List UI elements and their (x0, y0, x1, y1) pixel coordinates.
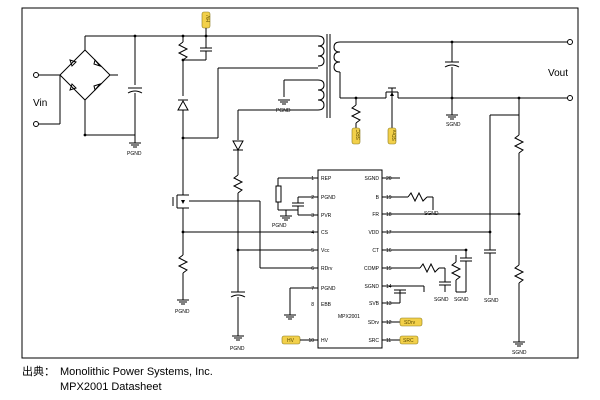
pgnd-ground-rep (280, 215, 292, 221)
pgnd-ground-1 (129, 142, 141, 148)
caption-source-label: 出典： (22, 366, 55, 378)
svg-text:6: 6 (311, 266, 314, 272)
svg-text:SRC: SRC (403, 338, 414, 344)
svg-text:HV: HV (287, 338, 295, 344)
svg-text:SDrv: SDrv (392, 129, 398, 141)
bridge-rectifier (59, 36, 118, 135)
ct-resistor (450, 261, 462, 281)
svg-text:PGND: PGND (321, 286, 336, 292)
svg-text:SGND: SGND (365, 284, 380, 290)
pgnd-ground-pin7 (284, 314, 296, 320)
vcc-diode (232, 140, 244, 152)
vcc-resistor (232, 174, 244, 194)
svg-text:RDrv: RDrv (321, 266, 333, 272)
svg-text:SGND: SGND (365, 176, 380, 182)
svg-text:PGND: PGND (127, 151, 142, 157)
sgnd-ground-out (446, 114, 458, 120)
figure-caption: 出典： Monolithic Power Systems, Inc. MPX200… (22, 365, 213, 395)
pgnd-ground-vcc (232, 335, 244, 341)
svg-text:REP: REP (321, 176, 332, 182)
svg-text:PGND: PGND (175, 309, 190, 315)
caption-line-2: MPX2001 Datasheet (60, 381, 162, 393)
svg-text:5: 5 (311, 248, 314, 254)
svg-text:SRC: SRC (356, 129, 362, 140)
svg-text:3: 3 (311, 213, 314, 219)
svg-text:SGND: SGND (512, 350, 527, 356)
svg-text:1: 1 (311, 176, 314, 182)
gate-resistor (350, 104, 362, 124)
feedback-resistor-bottom (513, 264, 525, 284)
sync-rectifier-mosfet (380, 87, 399, 99)
ic-mpx2001 (317, 169, 383, 349)
svg-text:HV: HV (321, 338, 329, 344)
junction-dots (83, 34, 521, 252)
vin-label: Vin (33, 98, 47, 109)
svg-text:14: 14 (386, 284, 392, 290)
svg-text:PVR: PVR (321, 213, 332, 219)
transformer (317, 34, 341, 118)
comp-resistor (419, 262, 440, 274)
svg-text:15: 15 (386, 266, 392, 272)
vin-terminal-top (33, 72, 39, 78)
pgnd-ground-sense (177, 299, 189, 305)
pgnd-ground-aux (278, 99, 290, 105)
svg-text:13: 13 (386, 301, 392, 307)
sdrv-tag-bottom (399, 317, 423, 327)
snubber-diode (177, 99, 189, 111)
svg-text:SGND: SGND (454, 297, 469, 303)
src-tag-bottom (399, 335, 419, 345)
vout-terminal-top (567, 39, 573, 45)
svg-text:2: 2 (311, 195, 314, 201)
ic-left-pins: 1 REP 2 PGND 3 PVR 4 CS 5 Vcc 6 RDrv 7 P… (308, 176, 335, 344)
svg-text:7: 7 (311, 286, 314, 292)
svg-text:SGND: SGND (446, 122, 461, 128)
ic-name: MPX2001 (338, 314, 360, 320)
svg-text:VDD: VDD (368, 230, 379, 236)
snubber-resistor (177, 41, 189, 61)
rep-resistor (275, 185, 282, 203)
caption-line-1: Monolithic Power Systems, Inc. (60, 366, 213, 378)
svg-text:CT: CT (372, 248, 379, 254)
svg-text:COMP: COMP (364, 266, 380, 272)
svg-text:Vcc: Vcc (321, 248, 330, 254)
svg-text:20: 20 (386, 176, 392, 182)
svg-text:PGND: PGND (272, 223, 287, 229)
svg-text:FR: FR (372, 212, 379, 218)
svg-text:HV: HV (206, 14, 212, 22)
feedback-resistor-top (513, 134, 525, 154)
svg-text:8: 8 (311, 302, 314, 308)
b-resistor (407, 191, 428, 203)
schematic-frame (21, 7, 579, 359)
sense-resistor (177, 254, 189, 274)
svg-text:18: 18 (386, 212, 392, 218)
src-tag-top (351, 127, 361, 145)
svg-text:SDrv: SDrv (368, 320, 380, 326)
svg-text:4: 4 (311, 230, 314, 236)
svg-text:CS: CS (321, 230, 329, 236)
svg-text:11: 11 (386, 338, 391, 344)
svg-text:PGND: PGND (276, 108, 291, 114)
svg-text:SGND: SGND (484, 298, 499, 304)
sdrv-tag-top (387, 127, 397, 145)
ic-right-pins: 20 SGND 19 B 18 FR 17 VDD 16 CT 15 COMP … (364, 176, 392, 344)
vout-label: Vout (548, 68, 568, 79)
svg-text:17: 17 (386, 230, 392, 236)
svg-text:19: 19 (386, 195, 392, 201)
sgnd-ground-div (513, 341, 525, 347)
svg-text:12: 12 (386, 320, 392, 326)
svg-text:SVB: SVB (369, 301, 380, 307)
svg-text:PGND: PGND (230, 346, 245, 352)
svg-text:B: B (376, 195, 380, 201)
svg-text:EBB: EBB (321, 302, 332, 308)
vout-terminal-bottom (567, 95, 573, 101)
svg-text:16: 16 (386, 248, 392, 254)
svg-text:10: 10 (308, 338, 314, 344)
svg-text:SGND: SGND (434, 297, 449, 303)
svg-text:PGND: PGND (321, 195, 336, 201)
vin-terminal-bottom (33, 121, 39, 127)
primary-mosfet (172, 194, 189, 209)
svg-text:SRC: SRC (368, 338, 379, 344)
svg-text:SDrv: SDrv (404, 320, 416, 326)
